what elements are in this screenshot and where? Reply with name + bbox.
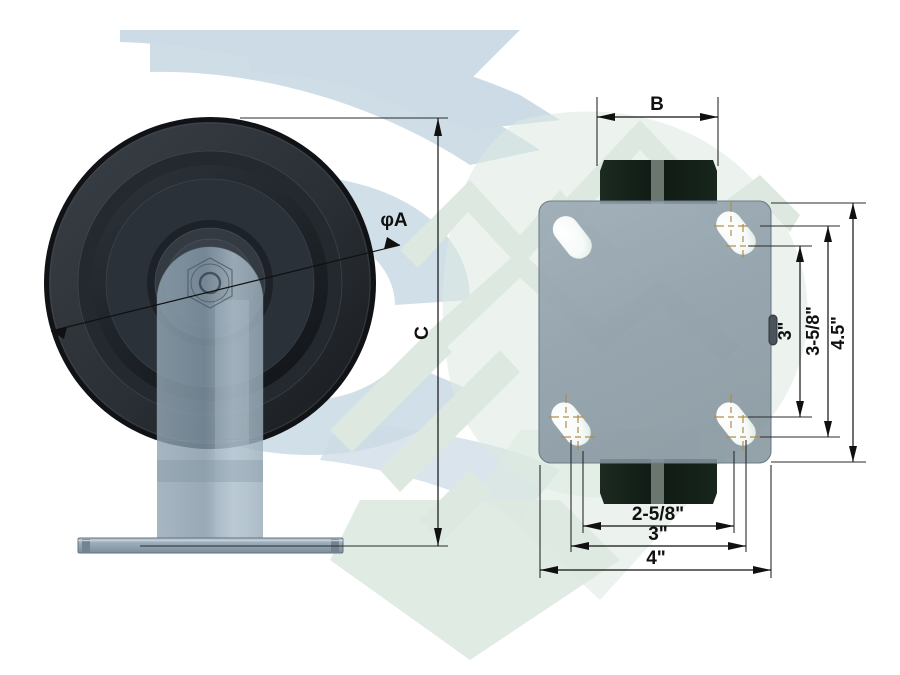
watermark-swoosh-top2 [150,34,540,165]
dimension-h4: 4" [539,465,772,578]
plate-side-tab [768,314,778,346]
v358-label: 3-5/8" [803,306,823,356]
h258-label: 2-5/8" [632,504,684,525]
v3-arrow-top [796,246,804,262]
fork-leg-band [157,460,263,482]
wheel-tread-bottom [600,459,717,504]
b-arrow-left [597,113,615,121]
v45-arrow-bottom [849,446,857,462]
fork-leg-shaft [157,440,263,540]
dimension-h258: 2-5/8" [582,451,735,533]
dimension-b: B [596,94,719,166]
b-arrow-right [700,113,718,121]
h4-arrow-right [753,566,771,574]
h3-arrow-right [728,542,746,550]
top-plate-body [539,201,771,463]
phi-a-label: φA [380,210,408,231]
plate-slab-end-left [82,539,90,552]
v358-arrow-bottom [824,421,832,437]
slot-tr-shape [716,211,756,255]
watermark-slash-1 [330,330,452,452]
v45-label: 4.5" [828,316,848,350]
bolt-slots [549,202,760,450]
fork-leg-outline [156,246,264,441]
wheel-tread-top [600,160,717,204]
h3-label: 3" [648,524,668,545]
h4-label: 4" [646,548,666,569]
v3-label: 3" [775,322,795,341]
top-plate [538,200,778,464]
v3-arrow-bottom [796,401,804,417]
v358-arrow-top [824,226,832,242]
axle-hex-nut [187,257,233,309]
dimension-v358: 3-5/8" [760,225,840,438]
slot-bl-centermark-upper [549,394,583,428]
tread-bottom-center-stripe [651,459,664,504]
c-arrow-top [434,118,442,136]
slot-bl-centermark-lower [561,415,595,450]
h4-arrow-left [540,566,558,574]
hex-nut-circle [190,263,230,303]
dimension-c: C [140,117,448,547]
c-arrow-bottom [434,528,442,546]
c-label: C [412,326,433,340]
dimension-v45: 4.5" [771,202,866,463]
slot-br-centermark-lower [726,415,760,450]
bolt-slot-top-right [714,202,760,258]
slot-br-centermark-upper [714,394,748,428]
h258-arrow-left [583,522,601,530]
axle-bore [198,271,222,295]
hex-nut-outline [187,257,233,309]
watermark-wedge [120,30,520,120]
b-label: B [650,94,664,115]
slot-tl-shape [552,216,592,259]
h258-arrow-right [716,522,734,530]
v45-arrow-top [849,203,857,219]
phi-a-arrow-right [384,237,400,249]
tread-top-center-stripe [651,160,664,204]
phi-a-arrow-left [51,327,67,339]
fork-leg-body [157,247,263,440]
slot-br-shape [716,402,756,446]
bolt-slot-bottom-left [549,394,595,450]
dimension-phi-a: φA [50,210,408,339]
slot-bl-shape [551,402,591,446]
phi-a-dim-line [50,244,401,332]
dimension-h3: 3" [570,440,747,552]
fork-leg [156,246,264,540]
bolt-slot-top-left [552,216,592,259]
dimension-v3: 3" [748,245,812,418]
fork-leg-highlight [215,300,249,540]
h3-arrow-left [571,542,589,550]
bolt-slot-bottom-right [714,394,760,450]
